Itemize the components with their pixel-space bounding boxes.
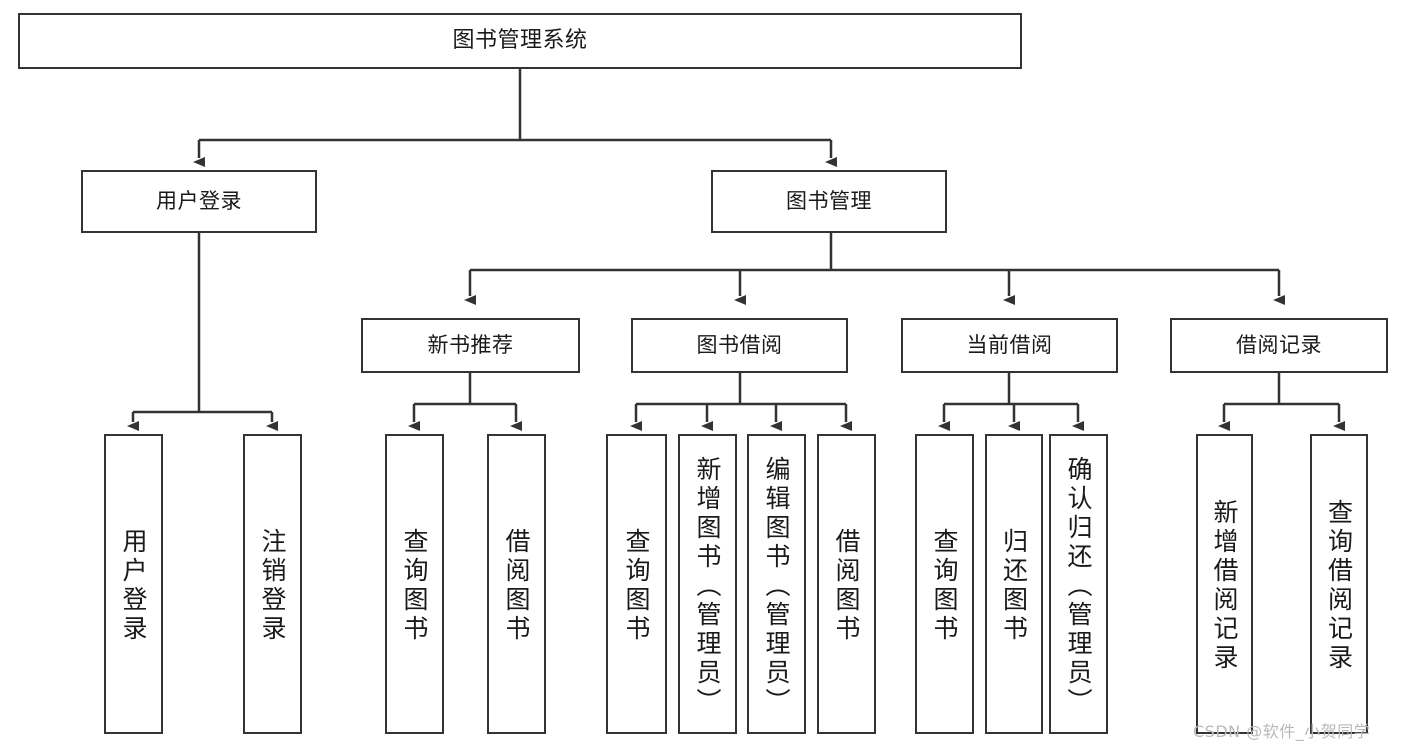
leaf-node-label: 编辑图书（管理员） bbox=[762, 455, 791, 717]
leaf-node[interactable]: 借阅图书 bbox=[817, 434, 876, 734]
leaf-node[interactable]: 借阅图书 bbox=[487, 434, 546, 734]
leaf-node-label: 借阅图书 bbox=[502, 528, 531, 644]
node-root-label: 图书管理系统 bbox=[452, 28, 588, 54]
leaf-node-label: 查询图书 bbox=[930, 528, 959, 644]
leaf-node-label: 借阅图书 bbox=[832, 528, 861, 644]
leaf-node-label: 查询图书 bbox=[622, 528, 651, 644]
node-level2-book-management[interactable]: 图书管理 bbox=[711, 170, 947, 233]
leaf-node[interactable]: 确认归还（管理员） bbox=[1049, 434, 1108, 734]
leaf-node[interactable]: 编辑图书（管理员） bbox=[747, 434, 806, 734]
leaf-node[interactable]: 注销登录 bbox=[243, 434, 302, 734]
node-level3-borrow-records[interactable]: 借阅记录 bbox=[1170, 318, 1388, 373]
leaf-node[interactable]: 查询借阅记录 bbox=[1310, 434, 1368, 734]
node-label: 当前借阅 bbox=[966, 333, 1053, 358]
leaf-node[interactable]: 新增图书（管理员） bbox=[678, 434, 737, 734]
leaf-node-label: 归还图书 bbox=[999, 528, 1029, 644]
node-label: 新书推荐 bbox=[427, 333, 514, 358]
leaf-node[interactable]: 新增借阅记录 bbox=[1196, 434, 1253, 734]
leaf-node[interactable]: 查询图书 bbox=[606, 434, 667, 734]
node-level2-user-login[interactable]: 用户登录 bbox=[81, 170, 317, 233]
leaf-node-label: 用户登录 bbox=[119, 528, 148, 644]
leaf-node[interactable]: 用户登录 bbox=[104, 434, 163, 734]
leaf-node-label: 新增图书（管理员） bbox=[693, 455, 722, 717]
node-label: 用户登录 bbox=[156, 189, 242, 214]
node-root[interactable]: 图书管理系统 bbox=[18, 13, 1022, 69]
node-label: 借阅记录 bbox=[1236, 333, 1322, 358]
leaf-node-label: 查询图书 bbox=[400, 528, 429, 644]
leaf-node[interactable]: 归还图书 bbox=[985, 434, 1043, 734]
leaf-node-label: 新增借阅记录 bbox=[1210, 499, 1239, 673]
leaf-node-label: 查询借阅记录 bbox=[1324, 499, 1354, 673]
node-label: 图书管理 bbox=[786, 189, 872, 214]
node-level3-new-book-recommend[interactable]: 新书推荐 bbox=[361, 318, 580, 373]
leaf-node-label: 注销登录 bbox=[258, 528, 287, 644]
node-level3-current-borrow[interactable]: 当前借阅 bbox=[901, 318, 1118, 373]
leaf-node-label: 确认归还（管理员） bbox=[1064, 455, 1093, 717]
leaf-node[interactable]: 查询图书 bbox=[915, 434, 974, 734]
node-label: 图书借阅 bbox=[696, 333, 783, 358]
leaf-node[interactable]: 查询图书 bbox=[385, 434, 444, 734]
csdn-watermark: CSDN @软件_小贺同学 bbox=[1193, 722, 1371, 741]
node-level3-book-borrow[interactable]: 图书借阅 bbox=[631, 318, 848, 373]
